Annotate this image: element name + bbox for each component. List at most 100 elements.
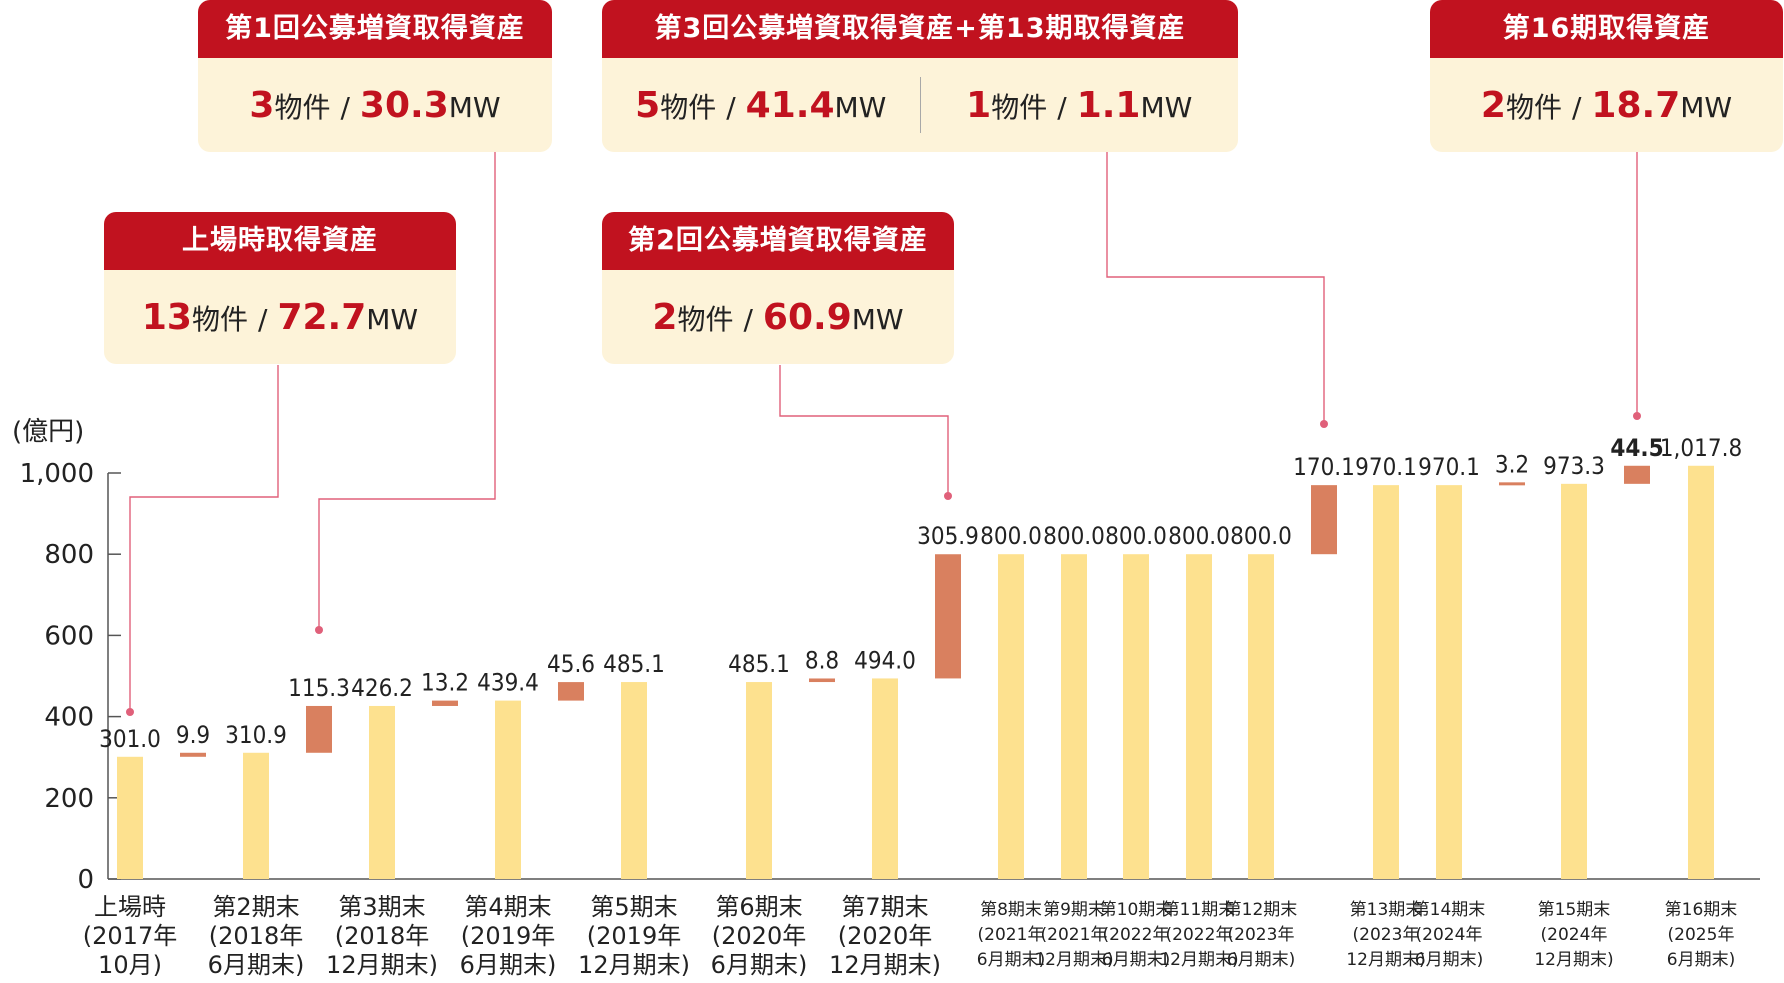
total-bar xyxy=(1248,554,1274,879)
capacity-unit: MW xyxy=(448,90,501,124)
x-category-label: 第12期末 xyxy=(1225,900,1298,920)
capacity-value: 1.1 xyxy=(1076,84,1141,126)
slash-separator: / xyxy=(340,90,350,124)
property-count: 2 xyxy=(1480,84,1506,126)
callout-body: 13物件/72.7MW xyxy=(104,270,456,364)
x-category-label: 6月期末) xyxy=(977,950,1045,970)
total-bar xyxy=(117,756,143,879)
callout-title: 第16期取得資産 xyxy=(1430,0,1783,58)
x-category-label: 第2期末 xyxy=(212,893,299,921)
connector-po2 xyxy=(779,365,949,496)
x-category-label: (2024年 xyxy=(1416,925,1483,945)
bar-value-label: 13.2 xyxy=(421,669,469,697)
property-count-unit: 物件 xyxy=(677,302,734,336)
x-category-label: (2024年 xyxy=(1541,925,1608,945)
bar-value-label: 9.9 xyxy=(176,721,210,749)
bar-value-label: 970.1 xyxy=(1355,453,1417,481)
bar-value-label: 170.1 xyxy=(1293,453,1355,481)
x-category-label: 6月期末) xyxy=(1415,950,1483,970)
callout-body: 3物件/30.3MW xyxy=(198,58,552,152)
bar-value-label: 301.0 xyxy=(99,725,161,753)
increment-bar xyxy=(935,554,961,679)
x-category-label: 第15期末 xyxy=(1538,900,1611,920)
callout-body: 2物件/60.9MW xyxy=(602,270,954,364)
x-category-label: 6月期末) xyxy=(1227,950,1295,970)
x-category-label: (2021年 xyxy=(1041,925,1108,945)
bar-value-label: 305.9 xyxy=(917,522,979,550)
bar-value-label: 494.0 xyxy=(854,646,916,674)
connector-dot xyxy=(1633,412,1641,420)
x-category-label: (2017年 xyxy=(83,922,177,950)
x-category-label: 6月期末) xyxy=(208,951,305,979)
total-bar xyxy=(621,682,647,879)
property-count: 1 xyxy=(966,84,992,126)
callout-title: 第2回公募増資取得資産 xyxy=(602,212,954,270)
x-category-label: 第6期末 xyxy=(715,893,802,921)
total-bar xyxy=(1123,554,1149,879)
property-count-unit: 物件 xyxy=(274,90,331,124)
y-tick-label: 1,000 xyxy=(20,459,94,489)
x-category-label: (2018年 xyxy=(335,922,429,950)
slash-separator: / xyxy=(258,302,268,336)
x-category-label: 第3期末 xyxy=(338,893,425,921)
x-category-label: (2019年 xyxy=(461,922,555,950)
x-category-label: 10月) xyxy=(98,951,162,979)
connector-dot xyxy=(944,492,952,500)
x-category-label: 12月期末) xyxy=(1159,950,1238,970)
total-bar xyxy=(746,682,772,879)
increment-bar xyxy=(432,700,458,706)
x-category-label: (2020年 xyxy=(838,922,932,950)
x-category-label: 第11期末 xyxy=(1163,900,1236,920)
increment-bar xyxy=(1311,485,1337,555)
total-bar xyxy=(243,752,269,879)
x-category-label: 12月期末) xyxy=(326,951,438,979)
capacity-unit: MW xyxy=(366,302,419,336)
x-category-label: 6月期末) xyxy=(711,951,808,979)
bar-value-label: 115.3 xyxy=(288,674,350,702)
x-category-label: 第7期末 xyxy=(841,893,928,921)
x-category-label: (2022年 xyxy=(1103,925,1170,945)
connector-dot xyxy=(315,626,323,634)
total-bar xyxy=(872,678,898,879)
bar-value-label: 973.3 xyxy=(1543,452,1605,480)
bar-value-label: 800.0 xyxy=(1043,522,1105,550)
connector-dot xyxy=(1320,420,1328,428)
connector-dot xyxy=(126,708,134,716)
capacity-value: 30.3 xyxy=(359,84,449,126)
connector-po1 xyxy=(318,150,496,630)
x-category-label: 第10期末 xyxy=(1100,900,1173,920)
property-count-unit: 物件 xyxy=(991,90,1048,124)
bar-value-label: 439.4 xyxy=(477,669,539,697)
x-category-label: 12月期末) xyxy=(1534,950,1613,970)
callout-stat: 5物件/41.4MW xyxy=(602,85,920,126)
total-bar xyxy=(1186,554,1212,879)
slash-separator: / xyxy=(743,302,753,336)
connector-listing xyxy=(129,365,279,712)
x-category-label: 12月期末) xyxy=(829,951,941,979)
bar-value-label: 426.2 xyxy=(351,674,413,702)
bar-value-label: 45.6 xyxy=(547,650,595,678)
capacity-unit: MW xyxy=(851,302,904,336)
property-count: 2 xyxy=(652,296,678,338)
property-count-unit: 物件 xyxy=(191,302,248,336)
callout-stat: 2物件/60.9MW xyxy=(602,297,954,338)
x-category-label: 6月期末) xyxy=(1667,950,1735,970)
total-bar xyxy=(495,700,521,879)
bar-value-label: 8.8 xyxy=(805,646,839,674)
x-category-label: (2022年 xyxy=(1166,925,1233,945)
capacity-unit: MW xyxy=(834,90,887,124)
slash-separator: / xyxy=(726,90,736,124)
increment-bar xyxy=(558,682,584,701)
y-tick-label: 400 xyxy=(44,703,94,733)
increment-bar xyxy=(809,678,835,683)
callout-title: 上場時取得資産 xyxy=(104,212,456,270)
bar-value-label: 800.0 xyxy=(1168,522,1230,550)
x-category-label: 第5期末 xyxy=(590,893,677,921)
x-category-label: (2019年 xyxy=(587,922,681,950)
x-category-label: 6月期末) xyxy=(1102,950,1170,970)
x-category-label: (2025年 xyxy=(1668,925,1735,945)
increment-bar xyxy=(1499,482,1525,486)
